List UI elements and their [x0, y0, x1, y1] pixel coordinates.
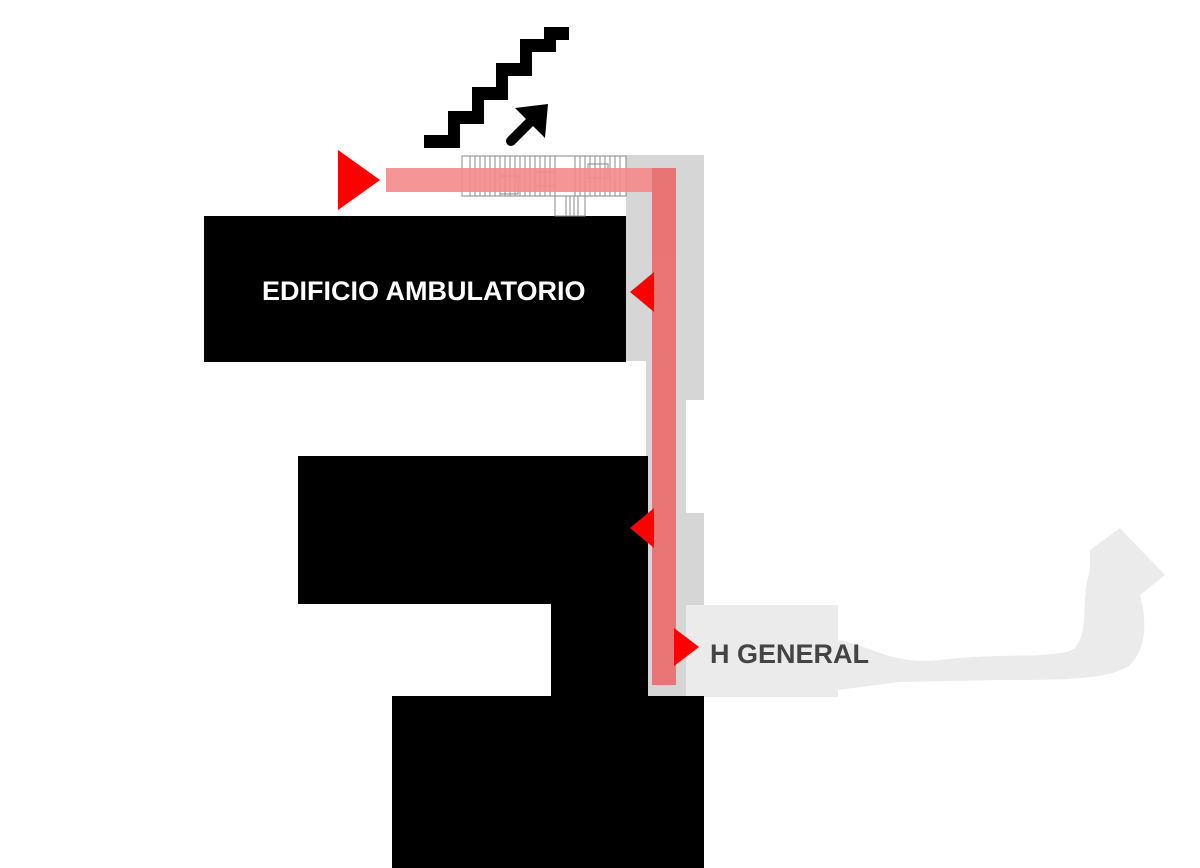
label-edificio-ambulatorio: EDIFICIO AMBULATORIO — [262, 276, 586, 306]
access-triangle-icon-ambulatorio — [630, 272, 654, 312]
arrow-up-right-icon — [506, 104, 548, 146]
stairs-icon — [424, 27, 569, 148]
building-middle — [298, 456, 648, 604]
label-h-general: H GENERAL — [710, 639, 869, 669]
entry-triangle-icon — [338, 150, 380, 210]
access-triangle-icon-middle — [630, 508, 654, 548]
route-path — [386, 168, 676, 685]
building-ambulatorio — [204, 216, 626, 362]
building-lower — [392, 696, 704, 868]
building-connector — [551, 604, 648, 696]
access-triangle-icon-general — [674, 628, 699, 666]
general-block — [686, 605, 838, 697]
external-path — [838, 528, 1165, 690]
